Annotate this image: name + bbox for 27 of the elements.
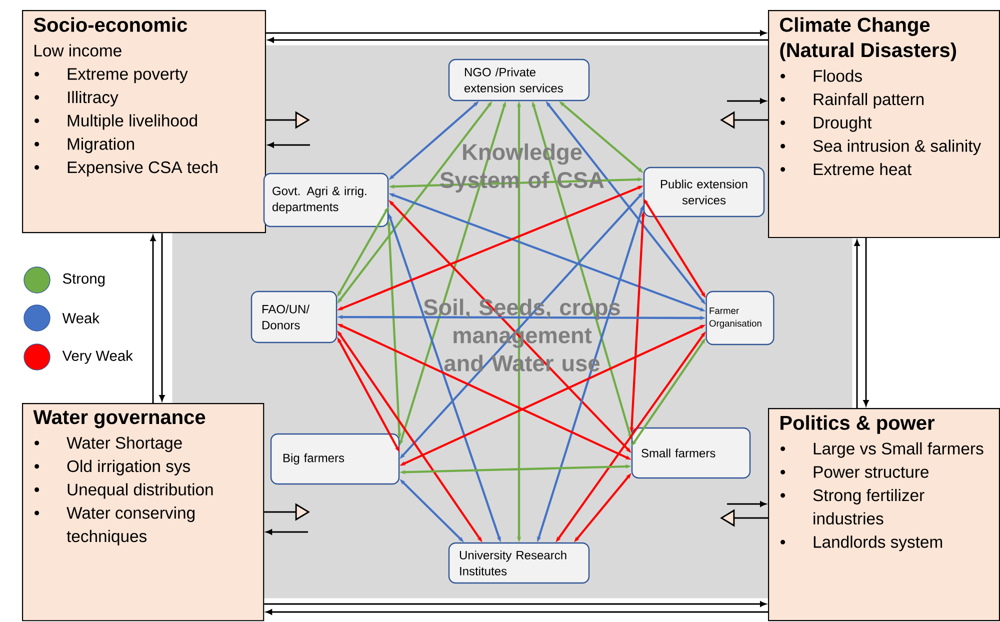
legend-label: Strong — [62, 273, 105, 287]
arrow — [268, 142, 310, 148]
legend-label: Weak — [62, 312, 100, 324]
actor-box: University Research Institutes — [448, 542, 590, 584]
arrow — [150, 235, 156, 403]
actor-box: FAO/UN/ Donors — [250, 290, 338, 344]
arrow — [266, 609, 768, 615]
category-box: Socio-economic Low income Extreme poverty Illitracy Multiple livelihood Migration Expensive CSA tech — [22, 10, 266, 234]
arrow — [854, 240, 860, 408]
arrow — [268, 37, 768, 43]
legend-label: Very Weak — [62, 350, 133, 364]
actor-box: Big farmers — [270, 433, 400, 485]
category-box: Climate Change (Natural Disasters) Floods Rainfall pattern Drought Sea intrusion & salinity Extreme heat — [768, 10, 1000, 238]
arrow — [264, 601, 766, 607]
actor-box: Govt. Agri & irrig. departments — [263, 172, 389, 228]
arrow — [159, 233, 165, 401]
arrow — [266, 529, 308, 535]
arrow — [727, 501, 766, 507]
arrow — [266, 30, 766, 36]
arrow — [863, 238, 869, 406]
actor-box: Small farmers — [631, 427, 751, 479]
category-box: Politics & power Large vs Small farmers Power structure Strong fertilizer industries Landlords system — [768, 408, 1000, 622]
actor-box: NGO /Private extension services — [448, 58, 590, 102]
arrow — [727, 98, 766, 104]
actor-box: Farmer Organisation — [706, 290, 774, 346]
category-box: Water governance Water Shortage Old irrigation sys Unequal distribution Water conserving techniques — [22, 403, 264, 622]
actor-box: Public extension services — [643, 166, 765, 218]
